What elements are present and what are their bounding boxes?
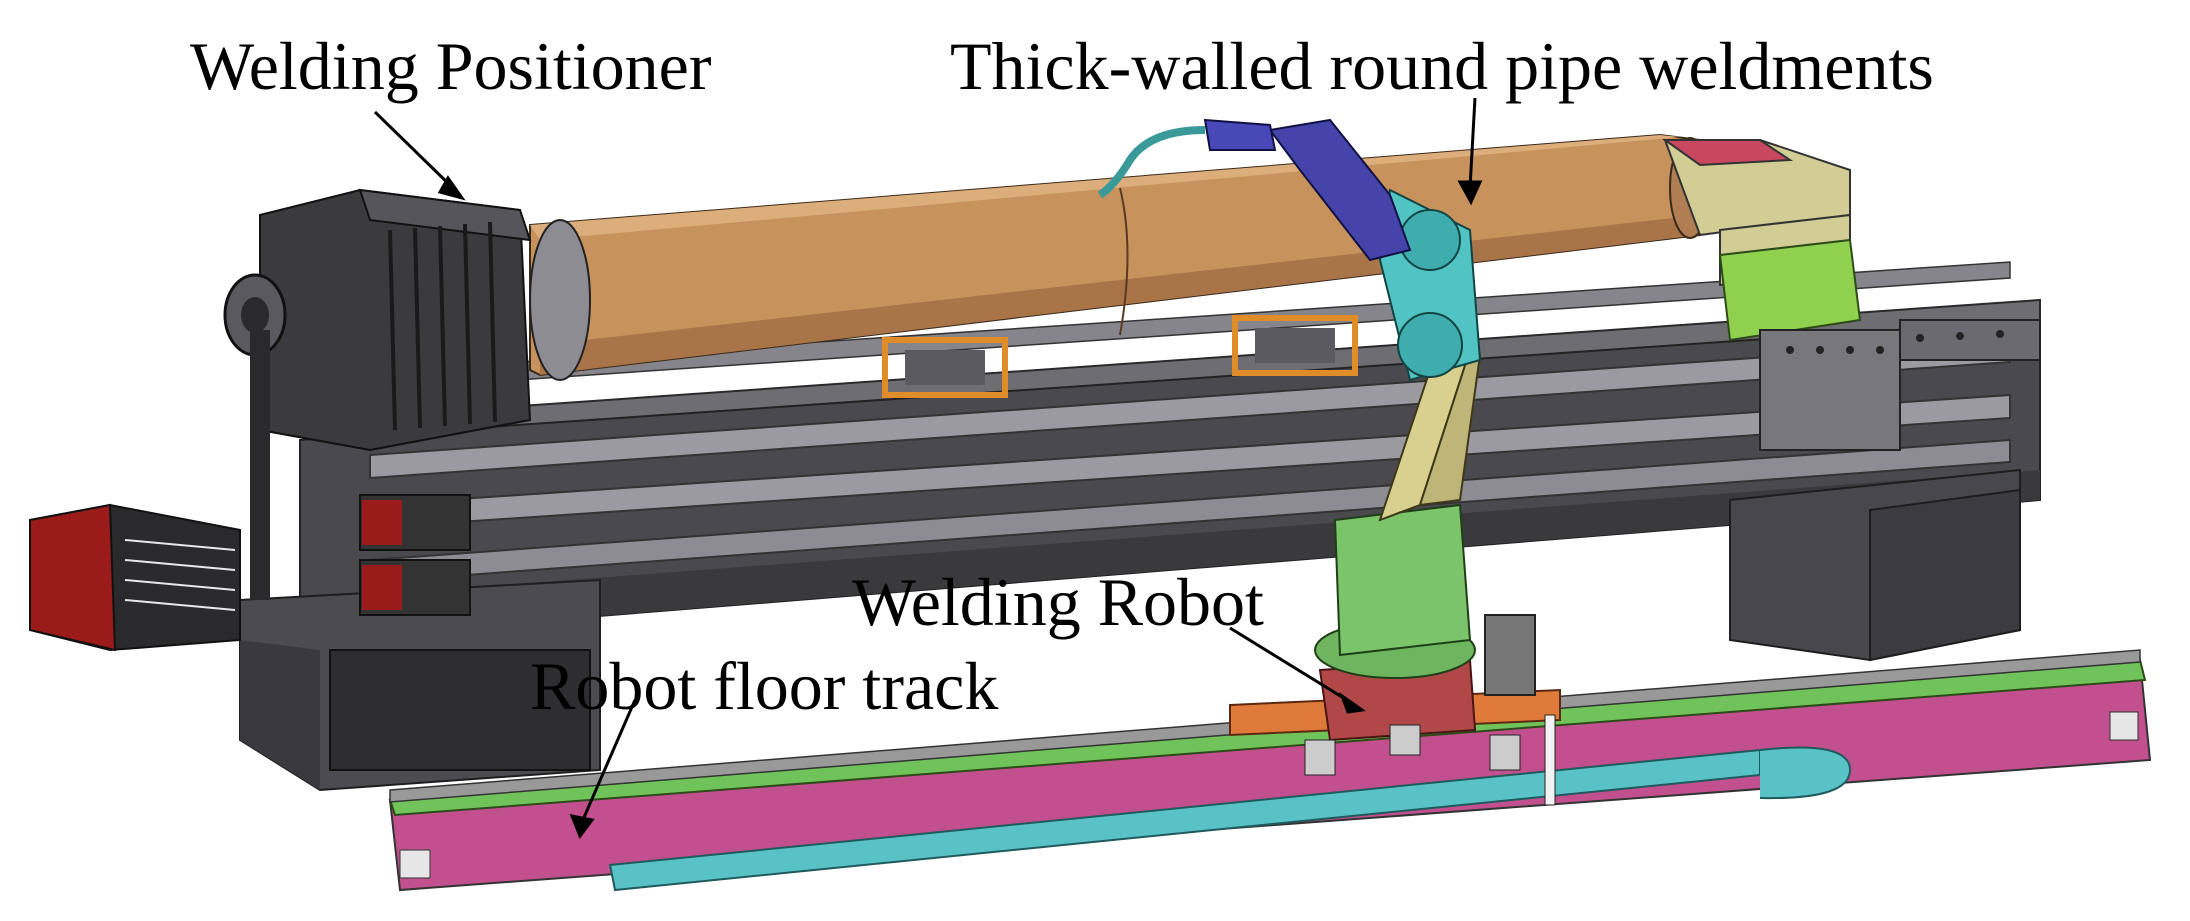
main-frame	[299, 298, 2041, 642]
track-leader-arrow	[569, 813, 595, 840]
label-welding-robot: Welding Robot	[852, 564, 1264, 640]
leader-lines	[373, 97, 1483, 840]
positioner-leader-arrow	[437, 175, 466, 201]
robot-leader-line	[1229, 626, 1356, 707]
left-connectors	[359, 494, 471, 616]
servo-motor	[29, 503, 241, 652]
positioner-gearbox	[223, 188, 591, 600]
left-pedestal	[239, 578, 601, 792]
floor-track	[388, 649, 2152, 892]
pipe-supports	[882, 315, 1358, 398]
label-pipe-weldments: Thick-walled round pipe weldments	[950, 28, 1934, 104]
positioner-leader-line	[373, 110, 457, 192]
pipe-leader-line	[1468, 97, 1477, 189]
track-leader-line	[580, 699, 637, 823]
label-robot-floor-track: Robot floor track	[530, 648, 999, 724]
tailstock	[1661, 139, 2041, 451]
welding-robot	[1097, 118, 1561, 806]
label-welding-positioner: Welding Positioner	[190, 28, 712, 104]
robot-leader-arrow	[1338, 691, 1366, 714]
pipe-leader-arrow	[1457, 180, 1483, 206]
right-support-block	[1729, 468, 2021, 662]
